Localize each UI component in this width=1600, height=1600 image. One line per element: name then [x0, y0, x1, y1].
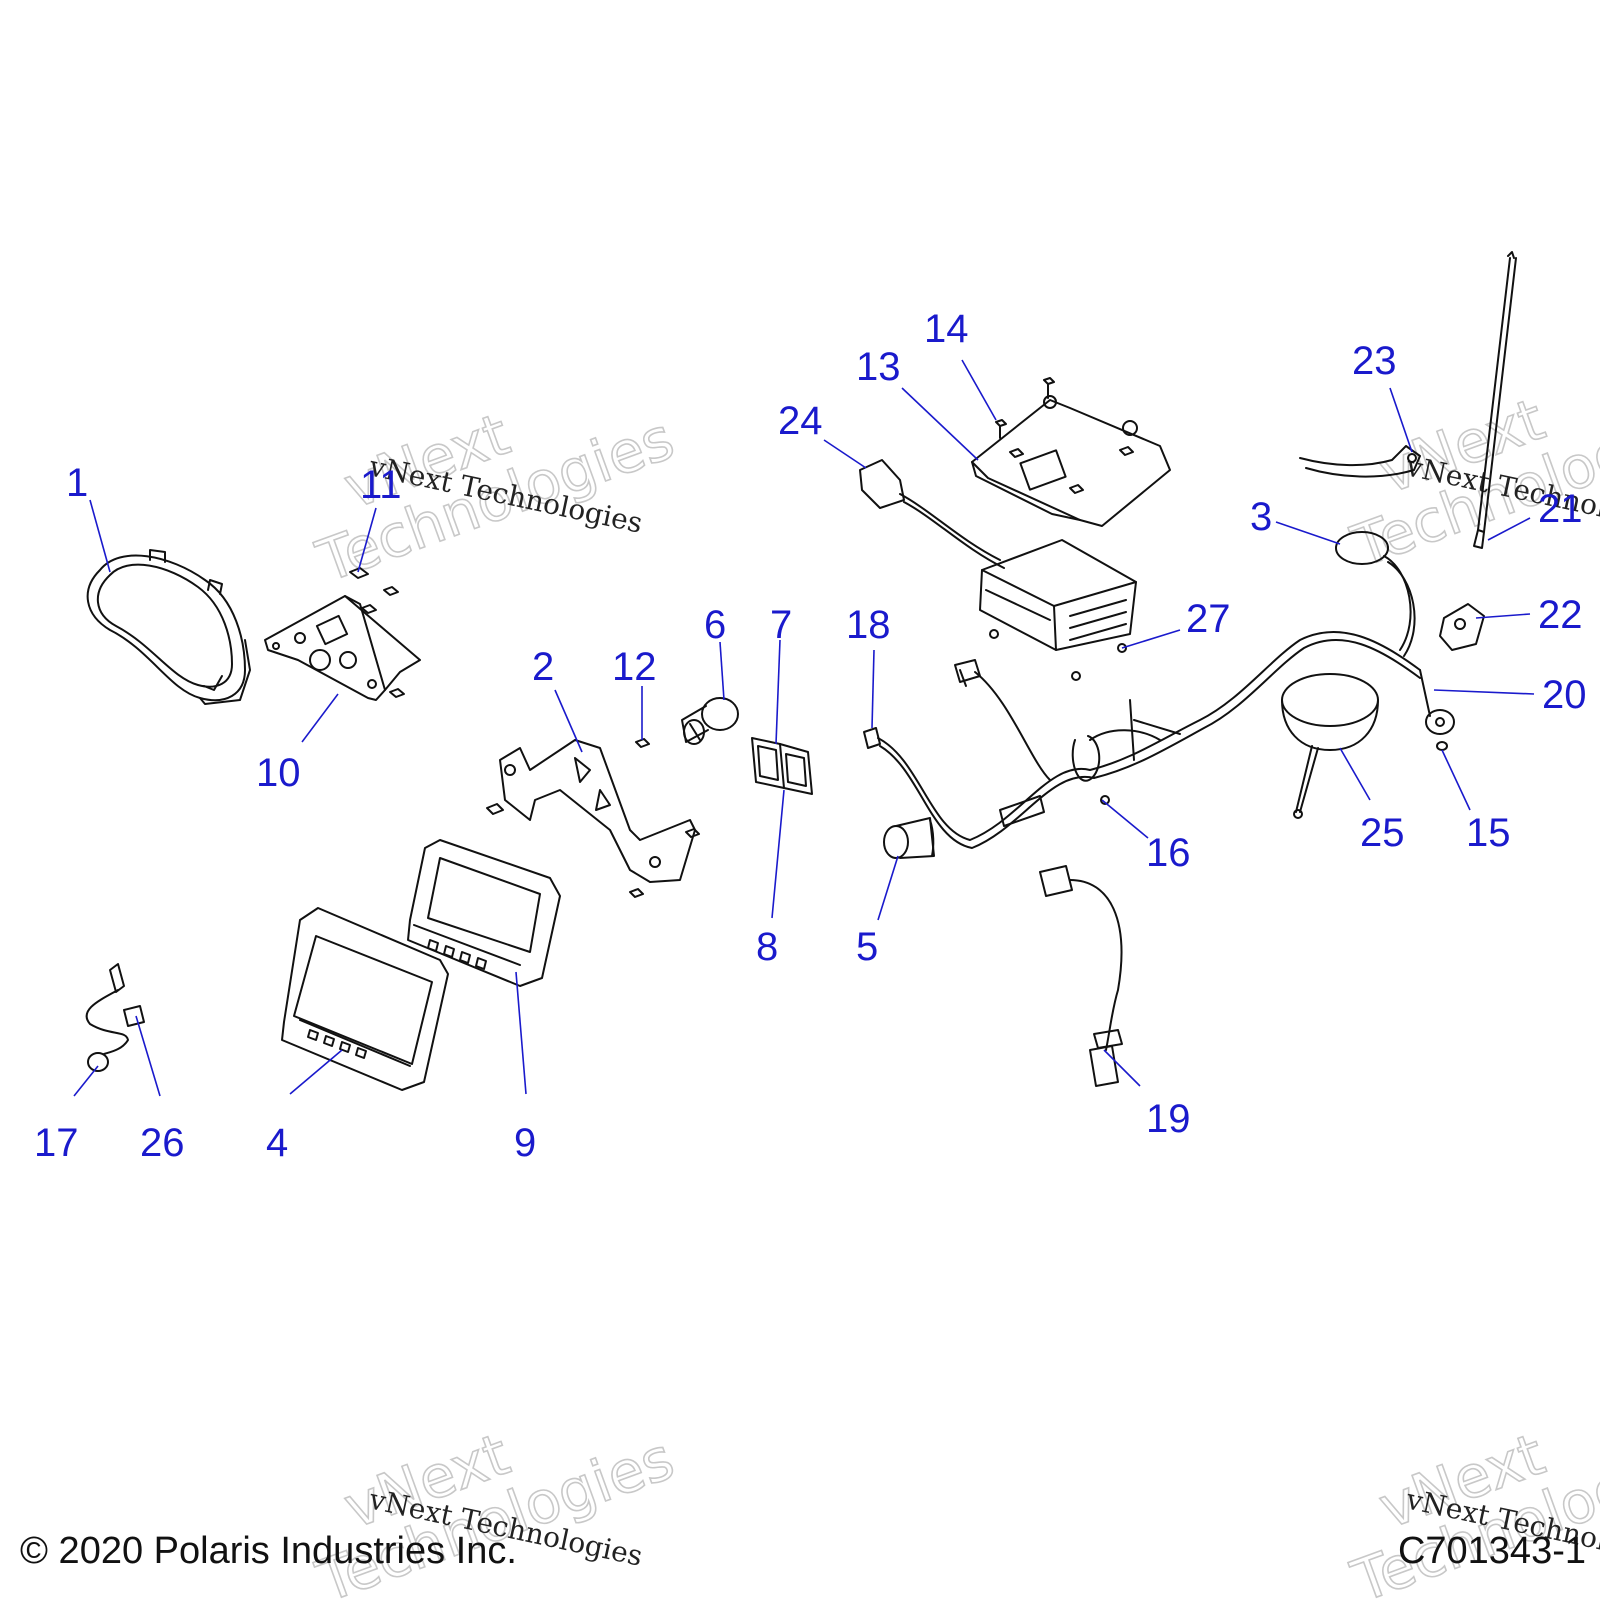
callout-11: 11 [360, 463, 402, 507]
callout-16: 16 [1146, 831, 1191, 875]
part-7-8-rocker-switches [752, 738, 812, 794]
callout-10: 10 [256, 751, 301, 795]
callout-1: 1 [66, 461, 88, 505]
part-12-screw [636, 739, 649, 747]
part-17-26-pigtail [87, 964, 144, 1071]
part-13-14-mount-plate [972, 378, 1170, 526]
callouts: 1 2 3 4 5 6 7 8 9 10 11 12 13 14 15 16 1… [34, 307, 1587, 1165]
part-22-mount [1440, 604, 1484, 650]
callout-3: 3 [1250, 495, 1272, 539]
callout-7: 7 [770, 603, 792, 647]
part-20-ground-terminal [1420, 670, 1454, 734]
part-10-mounting-plate [265, 596, 420, 700]
part-15-nut [1437, 742, 1447, 750]
callout-13: 13 [856, 345, 901, 389]
callout-21: 21 [1538, 487, 1583, 531]
part-18-16-main-harness [864, 632, 1420, 848]
part-1-cluster-bezel [88, 550, 250, 704]
copyright-notice: © 2020 Polaris Industries Inc. [20, 1530, 517, 1572]
callout-24: 24 [778, 399, 823, 443]
callout-12: 12 [612, 645, 657, 689]
part-radio-module [980, 540, 1136, 680]
part-2-bracket [487, 740, 699, 897]
callout-17: 17 [34, 1121, 79, 1165]
leader-lines [73, 359, 1535, 1097]
callout-4: 4 [266, 1121, 288, 1165]
part-9-display [408, 840, 560, 986]
callout-2: 2 [532, 645, 554, 689]
callout-9: 9 [514, 1121, 536, 1165]
callout-19: 19 [1146, 1097, 1191, 1141]
callout-15: 15 [1466, 811, 1511, 855]
callout-8: 8 [756, 925, 778, 969]
part-23-strap [1300, 446, 1420, 477]
part-3-antenna-puck [1336, 532, 1415, 656]
callout-18: 18 [846, 603, 891, 647]
callout-23: 23 [1352, 339, 1397, 383]
callout-5: 5 [856, 925, 878, 969]
part-6-key-switch [682, 698, 738, 744]
callout-27: 27 [1186, 597, 1231, 641]
part-5-power-socket [884, 818, 934, 858]
part-24-connector [860, 460, 1004, 568]
part-4-display-frame [282, 908, 448, 1090]
callout-22: 22 [1538, 593, 1583, 637]
part-21-whip-antenna [1474, 252, 1516, 548]
part-11-screws [350, 568, 404, 697]
part-25-puck [1282, 674, 1378, 818]
watermark: vNext Technologies vNext Technologies [307, 399, 683, 596]
part-19-harness [1040, 866, 1122, 1086]
callout-26: 26 [140, 1121, 185, 1165]
callout-25: 25 [1360, 811, 1405, 855]
callout-14: 14 [924, 307, 969, 351]
drawing-code: C701343-1 [1397, 1530, 1586, 1572]
callout-6: 6 [704, 603, 726, 647]
callout-20: 20 [1542, 673, 1587, 717]
